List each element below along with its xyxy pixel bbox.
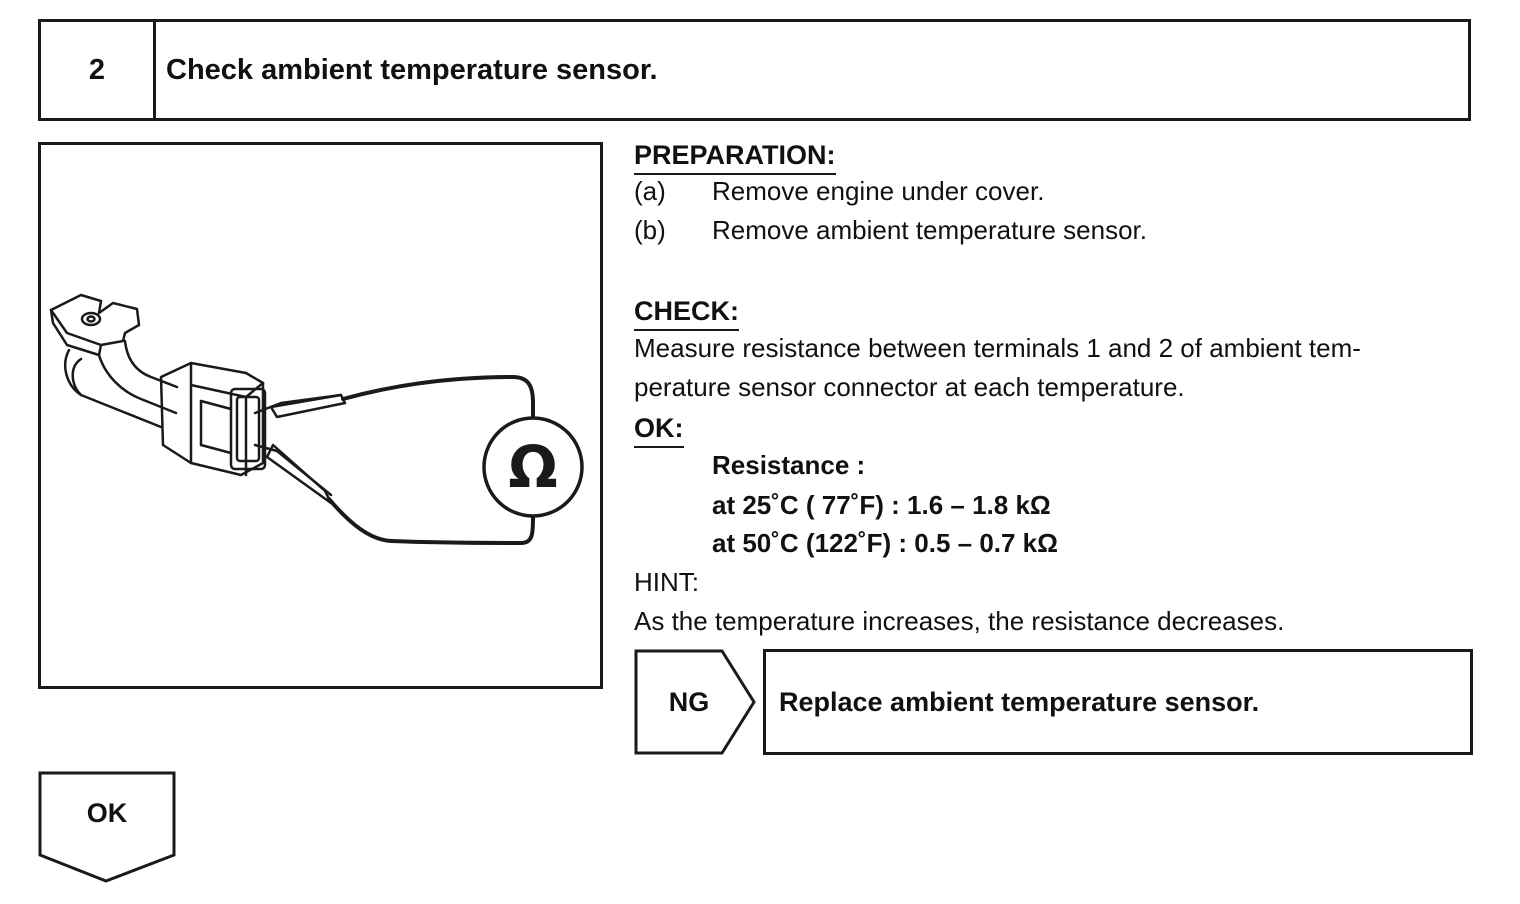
ohmmeter-icon: Ω xyxy=(482,416,584,518)
ng-action: Replace ambient temperature sensor. xyxy=(763,649,1473,755)
resistance-label: Resistance : xyxy=(712,450,866,480)
hint-text: As the temperature increases, the resist… xyxy=(634,606,1285,636)
ng-label: NG xyxy=(668,686,710,717)
ng-arrow-icon xyxy=(634,649,756,755)
preparation-item-a: Remove engine under cover. xyxy=(712,176,1045,206)
check-line-1: Measure resistance between terminals 1 a… xyxy=(634,333,1361,363)
step-header: 2 Check ambient temperature sensor. xyxy=(38,19,1471,121)
ok-badge: OK xyxy=(38,771,178,885)
preparation-marker-b: (b) xyxy=(634,215,666,245)
resistance-value-50c: at 50˚C (122˚F) : 0.5 – 0.7 kΩ xyxy=(712,528,1058,558)
temperature-sensor-connector-icon: Ω xyxy=(49,293,584,546)
preparation-marker-a: (a) xyxy=(634,176,666,206)
check-line-2: perature sensor connector at each temper… xyxy=(634,372,1185,402)
preparation-item-b: Remove ambient temperature sensor. xyxy=(712,215,1147,245)
ok-arrow-icon xyxy=(38,771,176,883)
step-title: Check ambient temperature sensor. xyxy=(166,53,658,86)
step-number: 2 xyxy=(41,22,156,118)
check-heading: CHECK: xyxy=(634,294,739,331)
sensor-illustration: Ω xyxy=(38,142,603,689)
preparation-heading: PREPARATION: xyxy=(634,138,836,175)
ng-badge: NG xyxy=(634,649,758,755)
hint-heading: HINT: xyxy=(634,567,699,597)
resistance-value-25c: at 25˚C ( 77˚F) : 1.6 – 1.8 kΩ xyxy=(712,490,1051,520)
ok-heading: OK: xyxy=(634,411,684,448)
ok-label: OK xyxy=(86,797,128,828)
meter-symbol: Ω xyxy=(508,433,557,501)
